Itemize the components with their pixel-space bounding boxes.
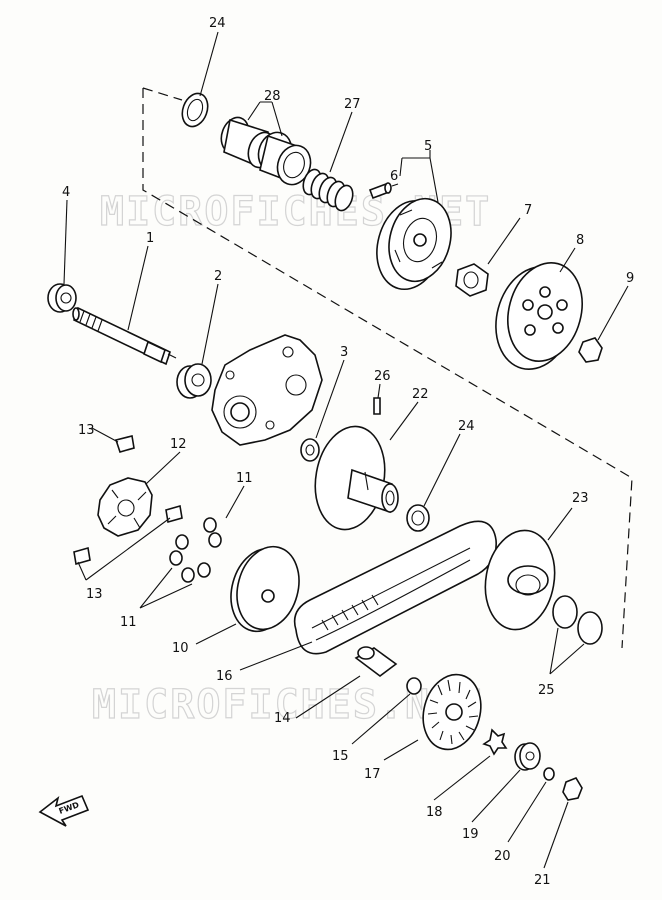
callout-11-lower: 11 [120, 615, 137, 630]
part-17-fan [422, 673, 482, 751]
part-21-nut [562, 777, 583, 801]
callout-16: 16 [216, 669, 233, 684]
callout-3: 3 [340, 345, 348, 360]
callout-13-bottom: 13 [86, 587, 103, 602]
callout-4: 4 [62, 185, 70, 200]
callout-20: 20 [494, 849, 511, 864]
part-5-clutch-carrier [376, 197, 452, 291]
callout-13-top: 13 [78, 423, 95, 438]
part-13-slider-left [73, 546, 91, 566]
callout-15: 15 [332, 749, 349, 764]
callout-8: 8 [576, 233, 584, 248]
leader-lines [63, 31, 629, 869]
part-8-clutch-housing [495, 262, 583, 370]
part-10-primary-sheave [230, 545, 300, 633]
part-27-spring [302, 168, 354, 212]
part-26-pin [373, 397, 381, 415]
fwd-arrow-icon: FWD [38, 794, 90, 827]
part-19-one-way-clutch [514, 742, 541, 771]
part-25-o-rings [552, 595, 603, 645]
part-7-nut [455, 263, 489, 297]
callout-22: 22 [412, 387, 429, 402]
part-22-secondary-sheave [314, 425, 399, 531]
callout-7: 7 [524, 203, 532, 218]
callout-23: 23 [572, 491, 589, 506]
part-24-seal-top [181, 92, 209, 128]
callout-17: 17 [364, 767, 381, 782]
part-11-weights-lower [169, 534, 211, 583]
part-16-v-belt [293, 520, 497, 655]
callout-28: 28 [264, 89, 281, 104]
callout-11-upper: 11 [236, 471, 253, 486]
part-6-pin [368, 182, 392, 200]
callout-12: 12 [170, 437, 187, 452]
part-28-bushing-pair [220, 116, 312, 186]
callout-9: 9 [626, 271, 634, 286]
part-11-weights-upper [203, 517, 222, 548]
part-14-collar [354, 646, 398, 677]
part-3-washer [300, 438, 320, 462]
callout-6: 6 [390, 169, 398, 184]
callout-24-middle: 24 [458, 419, 475, 434]
part-1-secondary-shaft [72, 306, 177, 366]
assembly-boundary-top [142, 87, 183, 101]
part-2-bearing [176, 363, 212, 399]
part-4-bearing [47, 283, 77, 313]
part-20-washer [543, 767, 555, 781]
case-cover [211, 334, 323, 446]
callout-2: 2 [214, 269, 222, 284]
callout-1: 1 [146, 231, 154, 246]
callout-25: 25 [538, 683, 555, 698]
part-15-washer [406, 677, 422, 695]
part-18-star-washer [482, 728, 508, 756]
callout-27: 27 [344, 97, 361, 112]
assembly-boundary-line [142, 88, 633, 649]
callout-14: 14 [274, 711, 291, 726]
part-23-secondary-fixed-sheave [484, 529, 556, 631]
callout-21: 21 [534, 873, 551, 888]
part-9-nut [578, 337, 603, 363]
callout-19: 19 [462, 827, 479, 842]
part-13-slider-top [114, 435, 135, 453]
callout-26: 26 [374, 369, 391, 384]
callout-18: 18 [426, 805, 443, 820]
part-12-cam [97, 477, 153, 537]
callout-labels: 24 28 27 5 6 7 8 9 4 1 2 3 26 22 24 13 1… [62, 16, 634, 888]
part-24-seal-middle [406, 504, 430, 532]
callout-24-top: 24 [209, 16, 226, 31]
callout-10: 10 [172, 641, 189, 656]
callout-5: 5 [424, 139, 432, 154]
